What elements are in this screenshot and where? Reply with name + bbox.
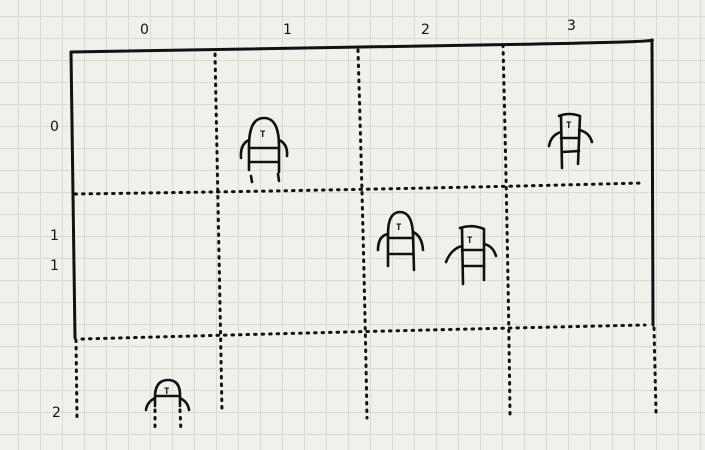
grid-border-left <box>69 50 77 340</box>
figure-r1-c2-b: T <box>444 224 498 286</box>
figure-mark: T <box>164 387 170 397</box>
figure-r0-c3: T <box>547 112 594 170</box>
row-label-1-line: 1 <box>50 258 59 274</box>
figure-r2-c0: T <box>144 378 191 434</box>
figure-mark: T <box>566 121 572 131</box>
grid-row-divider-1 <box>73 181 644 196</box>
grid-border-right-dotted <box>652 326 658 414</box>
figure-mark: T <box>467 236 473 246</box>
figure-r1-c2-a: T <box>376 210 425 272</box>
row-label-0: 0 <box>50 119 59 135</box>
grid-column-divider-3 <box>501 43 512 416</box>
row-label-2: 2 <box>52 405 61 421</box>
grid-column-divider-2 <box>356 48 369 420</box>
grid-column-divider-1 <box>213 52 224 414</box>
grid-border-right <box>650 38 655 327</box>
grid-border-left-dotted <box>74 338 79 422</box>
figure-mark: T <box>396 223 402 233</box>
figure-r0-c1: T <box>239 116 289 184</box>
column-label-3: 3 <box>567 18 576 34</box>
grid-border-top <box>69 38 654 54</box>
grid-row-divider-2 <box>80 323 647 341</box>
figure-mark: T <box>260 130 266 140</box>
row-label-1-line: 1 <box>50 228 59 244</box>
column-label-0: 0 <box>140 22 149 38</box>
column-label-1: 1 <box>283 22 292 38</box>
column-label-2: 2 <box>421 22 430 38</box>
